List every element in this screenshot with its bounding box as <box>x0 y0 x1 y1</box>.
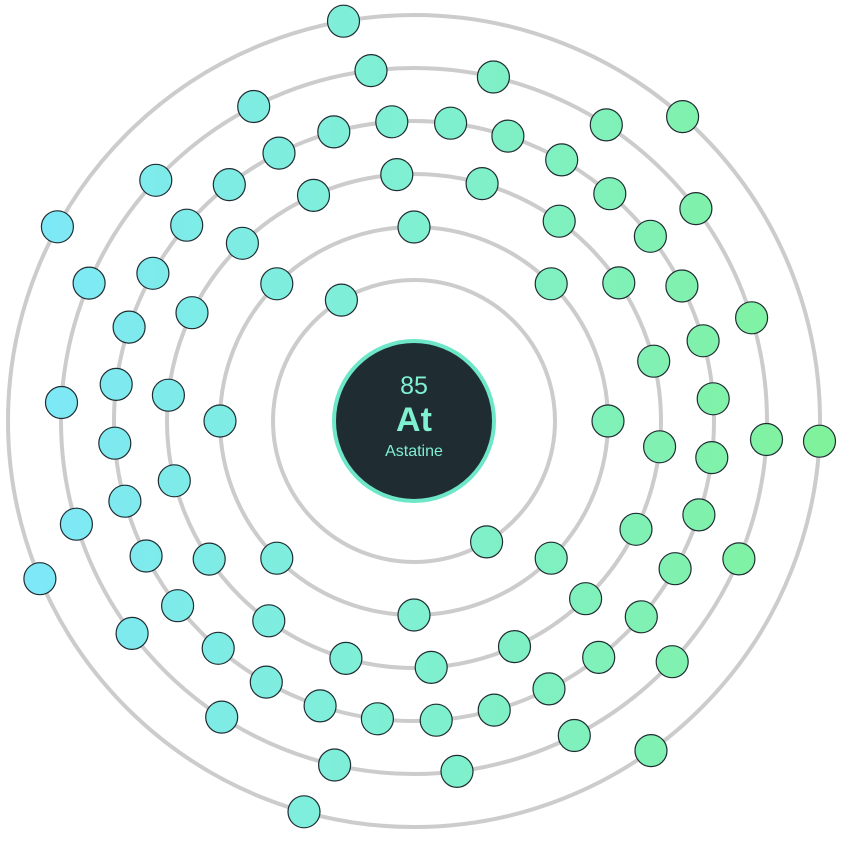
electron-shell-3 <box>637 344 671 378</box>
electron-shell-2 <box>397 598 431 632</box>
electron-shell-4 <box>375 105 409 139</box>
electron-shell-3 <box>602 266 636 300</box>
electron-shell-2 <box>397 210 431 244</box>
shell-3 <box>165 172 663 670</box>
electron-shell-3 <box>619 512 653 546</box>
electron-shell-4 <box>477 693 511 727</box>
electron-shell-4 <box>360 702 394 736</box>
electron-shell-6 <box>326 4 361 38</box>
electron-shell-5 <box>679 192 713 226</box>
electron-shell-1 <box>470 525 504 559</box>
electron-shell-3 <box>380 158 414 192</box>
electron-shell-2 <box>591 404 625 438</box>
electron-shell-5 <box>734 301 769 335</box>
electron-shell-5 <box>205 700 239 734</box>
electron-shell-4 <box>419 703 453 737</box>
electron-shell-2 <box>534 541 568 575</box>
electron-shell-4 <box>161 589 195 623</box>
electron-shell-4 <box>201 631 235 665</box>
atomic-number: 85 <box>400 372 428 400</box>
electron-shell-4 <box>491 119 525 153</box>
shell-4 <box>112 119 716 723</box>
electron-shell-4 <box>170 208 204 242</box>
shell-6 <box>6 13 822 829</box>
electron-shell-3 <box>175 296 209 330</box>
electron-shell-6 <box>287 795 321 829</box>
electron-shell-4 <box>99 367 133 401</box>
electron-shell-5 <box>115 616 149 651</box>
electron-shell-3 <box>568 582 603 616</box>
electron-shell-5 <box>59 507 94 541</box>
electron-shell-5 <box>440 754 474 789</box>
electron-shell-4 <box>696 382 730 416</box>
electron-shell-4 <box>582 640 616 675</box>
electron-shell-3 <box>157 464 191 498</box>
electron-shell-5 <box>476 60 510 94</box>
electron-shell-4 <box>108 484 142 518</box>
electron-shell-5 <box>318 748 352 782</box>
electron-shell-2 <box>203 404 237 438</box>
shell-5 <box>59 66 769 776</box>
electron-shell-4 <box>532 672 566 706</box>
electron-shell-4 <box>593 177 627 211</box>
electron-shell-1 <box>324 283 358 317</box>
electron-shell-4 <box>545 143 579 177</box>
electron-shell-4 <box>98 426 132 460</box>
electron-shell-3 <box>497 629 532 664</box>
electron-shell-3 <box>414 650 448 685</box>
electron-shell-4 <box>249 665 283 699</box>
element-name: Astatine <box>385 443 443 460</box>
electron-shell-3 <box>542 204 576 238</box>
electron-shell-6 <box>665 99 700 134</box>
electron-shell-3 <box>329 641 363 676</box>
electron-shell-6 <box>802 424 837 458</box>
electron-shell-4 <box>129 539 163 573</box>
electron-shell-5 <box>44 385 79 420</box>
electron-shell-2 <box>260 267 294 301</box>
electron-shell-4 <box>136 256 170 290</box>
electron-shell-5 <box>237 89 271 124</box>
electron-shell-5 <box>557 718 591 753</box>
electron-shell-6 <box>23 562 57 596</box>
electron-shell-4 <box>695 441 729 475</box>
electron-shell-5 <box>589 108 623 142</box>
electron-shell-4 <box>434 106 468 140</box>
electron-shell-3 <box>642 430 677 464</box>
element-symbol: At <box>396 401 432 439</box>
electron-shell-3 <box>465 167 499 201</box>
electron-shell-4 <box>112 310 146 344</box>
electron-shell-3 <box>252 604 286 638</box>
electron-shell-4 <box>633 219 668 253</box>
electron-shell-3 <box>151 378 185 412</box>
electron-shell-5 <box>749 422 784 457</box>
nucleus-circle <box>332 339 496 503</box>
electron-shell-4 <box>624 600 658 634</box>
electron-shell-6 <box>40 210 75 244</box>
electron-shell-3 <box>192 542 226 576</box>
electron-shell-4 <box>658 552 692 586</box>
electron-shell-5 <box>72 266 106 300</box>
electron-shell-5 <box>139 163 173 197</box>
electron-shell-4 <box>212 168 246 202</box>
electron-shell-3 <box>225 226 259 260</box>
electron-shell-3 <box>296 178 331 212</box>
electron-shell-4 <box>303 689 337 723</box>
electron-shell-4 <box>317 115 351 149</box>
electron-shell-2 <box>260 541 294 575</box>
electron-shell-2 <box>534 267 568 301</box>
electron-shell-4 <box>262 136 296 170</box>
electrons <box>23 4 837 829</box>
electron-shell-5 <box>354 53 388 88</box>
shell-1 <box>271 278 557 564</box>
electron-shell-6 <box>634 733 668 768</box>
electron-shell-5 <box>655 645 689 679</box>
electron-shell-5 <box>722 542 756 576</box>
electron-shell-4 <box>682 498 716 532</box>
electron-shell-4 <box>686 324 720 358</box>
nucleus: 85 At Astatine <box>332 339 496 503</box>
electron-shell-4 <box>665 269 699 303</box>
